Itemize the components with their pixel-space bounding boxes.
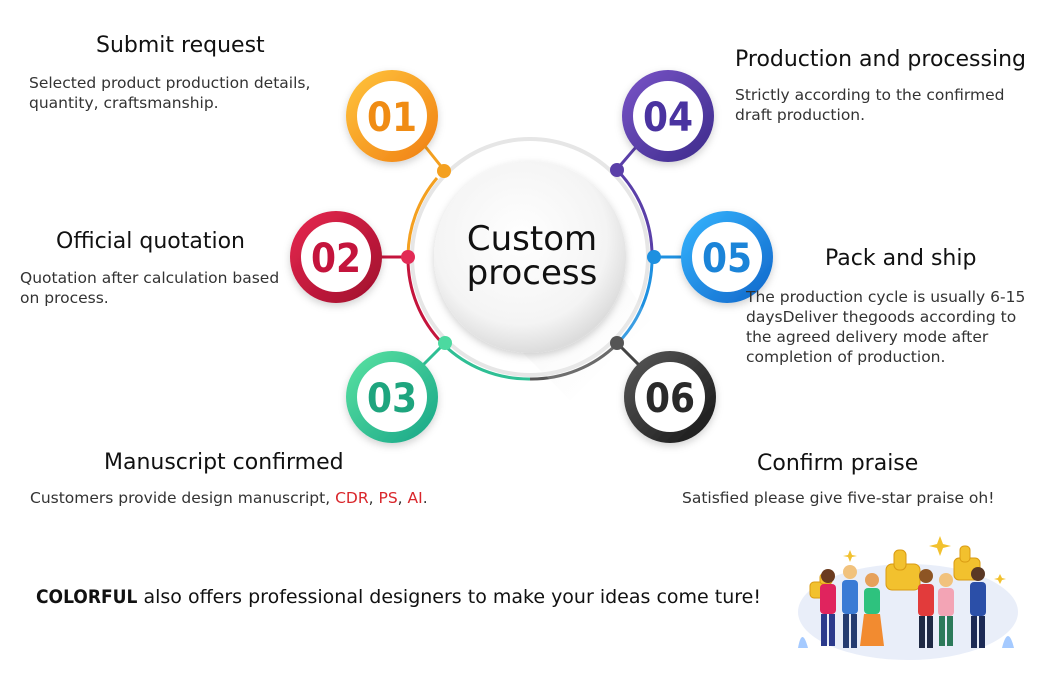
connector-05 — [647, 250, 686, 264]
arc-03 — [441, 342, 531, 381]
center-title-line2: process — [467, 253, 598, 293]
badge-06: 06 — [624, 351, 716, 443]
step-02-title: Official quotation — [56, 229, 245, 254]
badge-01-number: 01 — [367, 95, 417, 141]
format-cdr: CDR — [335, 489, 369, 507]
step-03-title: Manuscript confirmed — [104, 450, 344, 475]
badge-05: 05 — [681, 211, 773, 303]
format-ps: PS — [378, 489, 398, 507]
step-06-title: Confirm praise — [757, 451, 919, 476]
team-thumbs-up-illustration — [798, 536, 1018, 660]
badge-02-number: 02 — [311, 236, 361, 282]
footer-tagline: COLORFUL also offers professional design… — [36, 586, 761, 608]
badge-02: 02 — [290, 211, 382, 303]
badge-03: 03 — [346, 351, 438, 443]
step-06-desc: Satisfied please give five-star praise o… — [682, 489, 995, 507]
badge-03-number: 03 — [367, 376, 417, 422]
step-03-desc: Customers provide design manuscript, CDR… — [30, 489, 428, 507]
center-circle — [434, 161, 626, 353]
badge-06-number: 06 — [645, 376, 695, 422]
step-05-desc: The production cycle is usually 6-15 day… — [746, 288, 1026, 366]
arc-02 — [406, 256, 445, 346]
badge-04-number: 04 — [643, 95, 693, 141]
center-title-line1: Custom — [467, 219, 597, 259]
brand-name: COLORFUL — [36, 586, 138, 608]
step-04-title: Production and processing — [735, 47, 1026, 72]
badge-04: 04 — [622, 70, 714, 162]
footer-text: also offers professional designers to ma… — [137, 586, 761, 608]
format-ai: AI — [407, 489, 423, 507]
arc-01 — [406, 177, 439, 258]
step-01-title: Submit request — [96, 33, 265, 58]
badge-01: 01 — [346, 70, 438, 162]
step-02-desc: Quotation after calculation based on pro… — [20, 269, 280, 307]
badge-05-number: 05 — [702, 236, 752, 282]
arc-04 — [615, 168, 654, 258]
step-03-desc-prefix: Customers provide design manuscript, — [30, 489, 336, 507]
step-04-desc: Strictly according to the confirmed draf… — [735, 86, 1005, 124]
step-01-desc: Selected product production details, qua… — [29, 74, 311, 112]
step-05-title: Pack and ship — [825, 246, 977, 271]
